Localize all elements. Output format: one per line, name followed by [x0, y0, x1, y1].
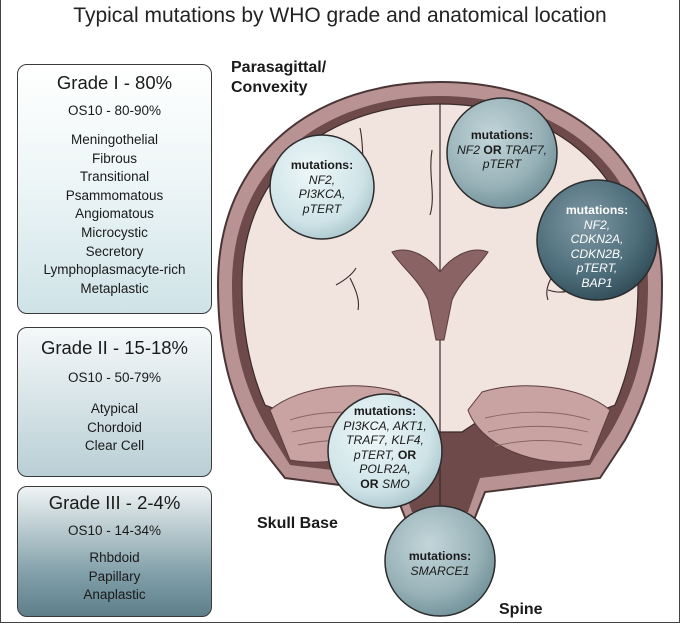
- gene-name: TRAF7, KLF4,: [346, 433, 424, 447]
- gene-name: PI3KCA,: [298, 187, 346, 201]
- location-label-skull-base: Skull Base: [257, 515, 338, 532]
- grade-3-heading: Grade III - 2-4%: [48, 492, 181, 513]
- grade-2-heading: Grade II - 15-18%: [40, 337, 189, 358]
- location-label-line: Parasagittal/: [231, 59, 327, 76]
- grade-3-box: Grade III - 2-4% OS10 - 14-34% Rhbdoid P…: [17, 486, 212, 617]
- mutation-text-spine: mutations: SMARCE1: [390, 549, 490, 578]
- subtype-item: Secretory: [85, 243, 144, 259]
- mutation-circle-skull-base: [327, 393, 443, 509]
- subtype-item: Transitional: [79, 169, 150, 185]
- mutation-text-left: mutations: NF2, PI3KCA, pTERT: [272, 158, 372, 216]
- mutation-heading: mutations:: [290, 158, 354, 172]
- subtype-item: Anaplastic: [83, 587, 146, 603]
- gene-name: NF2,: [308, 172, 336, 187]
- subtype-item: Papillary: [88, 568, 141, 584]
- gene-name: NF2: [456, 142, 480, 157]
- grade-3-os10: OS10 - 14-34%: [67, 523, 162, 538]
- mutation-circle-top: [446, 97, 558, 209]
- gene-name: SMO: [381, 476, 410, 491]
- mutation-circle-left: [269, 134, 375, 240]
- gene-name: CDKN2B,: [570, 246, 624, 261]
- grade-2-subtypes: Atypical Chordoid Clear Cell: [18, 400, 211, 456]
- mutation-text-right: mutations: NF2, CDKN2A, CDKN2B, pTERT, B…: [542, 203, 652, 290]
- subtype-item: Lymphoplasmacyte-rich: [43, 262, 186, 278]
- subtype-item: Microcystic: [81, 224, 148, 240]
- mutation-text-skull-base: mutations: PI3KCA, AKT1, TRAF7, KLF4, pT…: [330, 404, 440, 491]
- figure-title: Typical mutations by WHO grade and anato…: [73, 4, 607, 27]
- gene-name: BAP1: [581, 275, 613, 290]
- location-label-line: Convexity: [231, 79, 308, 96]
- subtype-item: Fibrous: [91, 150, 137, 166]
- gene-name: PI3KCA, AKT1,: [343, 418, 427, 433]
- gene-name: pTERT,: [576, 261, 618, 275]
- mutation-heading: mutations:: [565, 203, 629, 217]
- gene-name: CDKN2A,: [570, 232, 624, 246]
- subtype-item: Rhbdoid: [89, 550, 140, 565]
- grade-1-os10: OS10 - 80-90%: [67, 103, 162, 118]
- subtype-item: Atypical: [90, 401, 139, 416]
- mutation-heading: mutations:: [408, 549, 472, 563]
- or-connector: OR: [394, 447, 417, 462]
- mutation-text-top: mutations: NF2 OR TRAF7, pTERT: [447, 128, 557, 172]
- subtype-item: Meningothelial: [70, 132, 159, 147]
- gene-name: pTERT: [302, 201, 342, 216]
- gene-name: pTERT: [482, 157, 522, 171]
- mutation-circle-spine: [384, 505, 496, 617]
- grade-1-subtypes: Meningothelial Fibrous Transitional Psam…: [18, 131, 211, 298]
- gene-name: SMARCE1: [410, 563, 470, 578]
- gene-name: NF2,: [583, 217, 611, 232]
- ventricles: [391, 249, 489, 341]
- gene-name: TRAF7,: [505, 142, 548, 157]
- mutation-circle-right: [536, 179, 658, 301]
- subtype-item: Angiomatous: [75, 206, 154, 222]
- grade-2-os10: OS10 - 50-79%: [67, 370, 162, 385]
- gene-name: POLR2A,: [359, 462, 411, 476]
- location-label-spine: Spine: [499, 601, 543, 618]
- grade-3-subtypes: Rhbdoid Papillary Anaplastic: [18, 549, 211, 605]
- grade-1-heading: Grade I - 80%: [56, 72, 173, 93]
- subtype-item: Metaplastic: [80, 280, 149, 296]
- mutation-heading: mutations:: [470, 128, 534, 142]
- subtype-item: Psammomatous: [65, 187, 164, 203]
- location-label-parasagittal: Parasagittal/ Convexity: [231, 58, 326, 98]
- subtype-item: Chordoid: [87, 419, 142, 435]
- subtype-item: Clear Cell: [84, 438, 145, 454]
- gene-name: pTERT,: [353, 447, 395, 462]
- cerebellum-right-folds: [484, 411, 591, 447]
- grade-1-box: Grade I - 80% OS10 - 80-90% Meningotheli…: [17, 64, 212, 314]
- mutation-heading: mutations:: [353, 404, 417, 418]
- grade-2-box: Grade II - 15-18% OS10 - 50-79% Atypical…: [17, 327, 212, 477]
- or-connector: OR: [360, 476, 382, 491]
- or-connector: OR: [479, 142, 506, 157]
